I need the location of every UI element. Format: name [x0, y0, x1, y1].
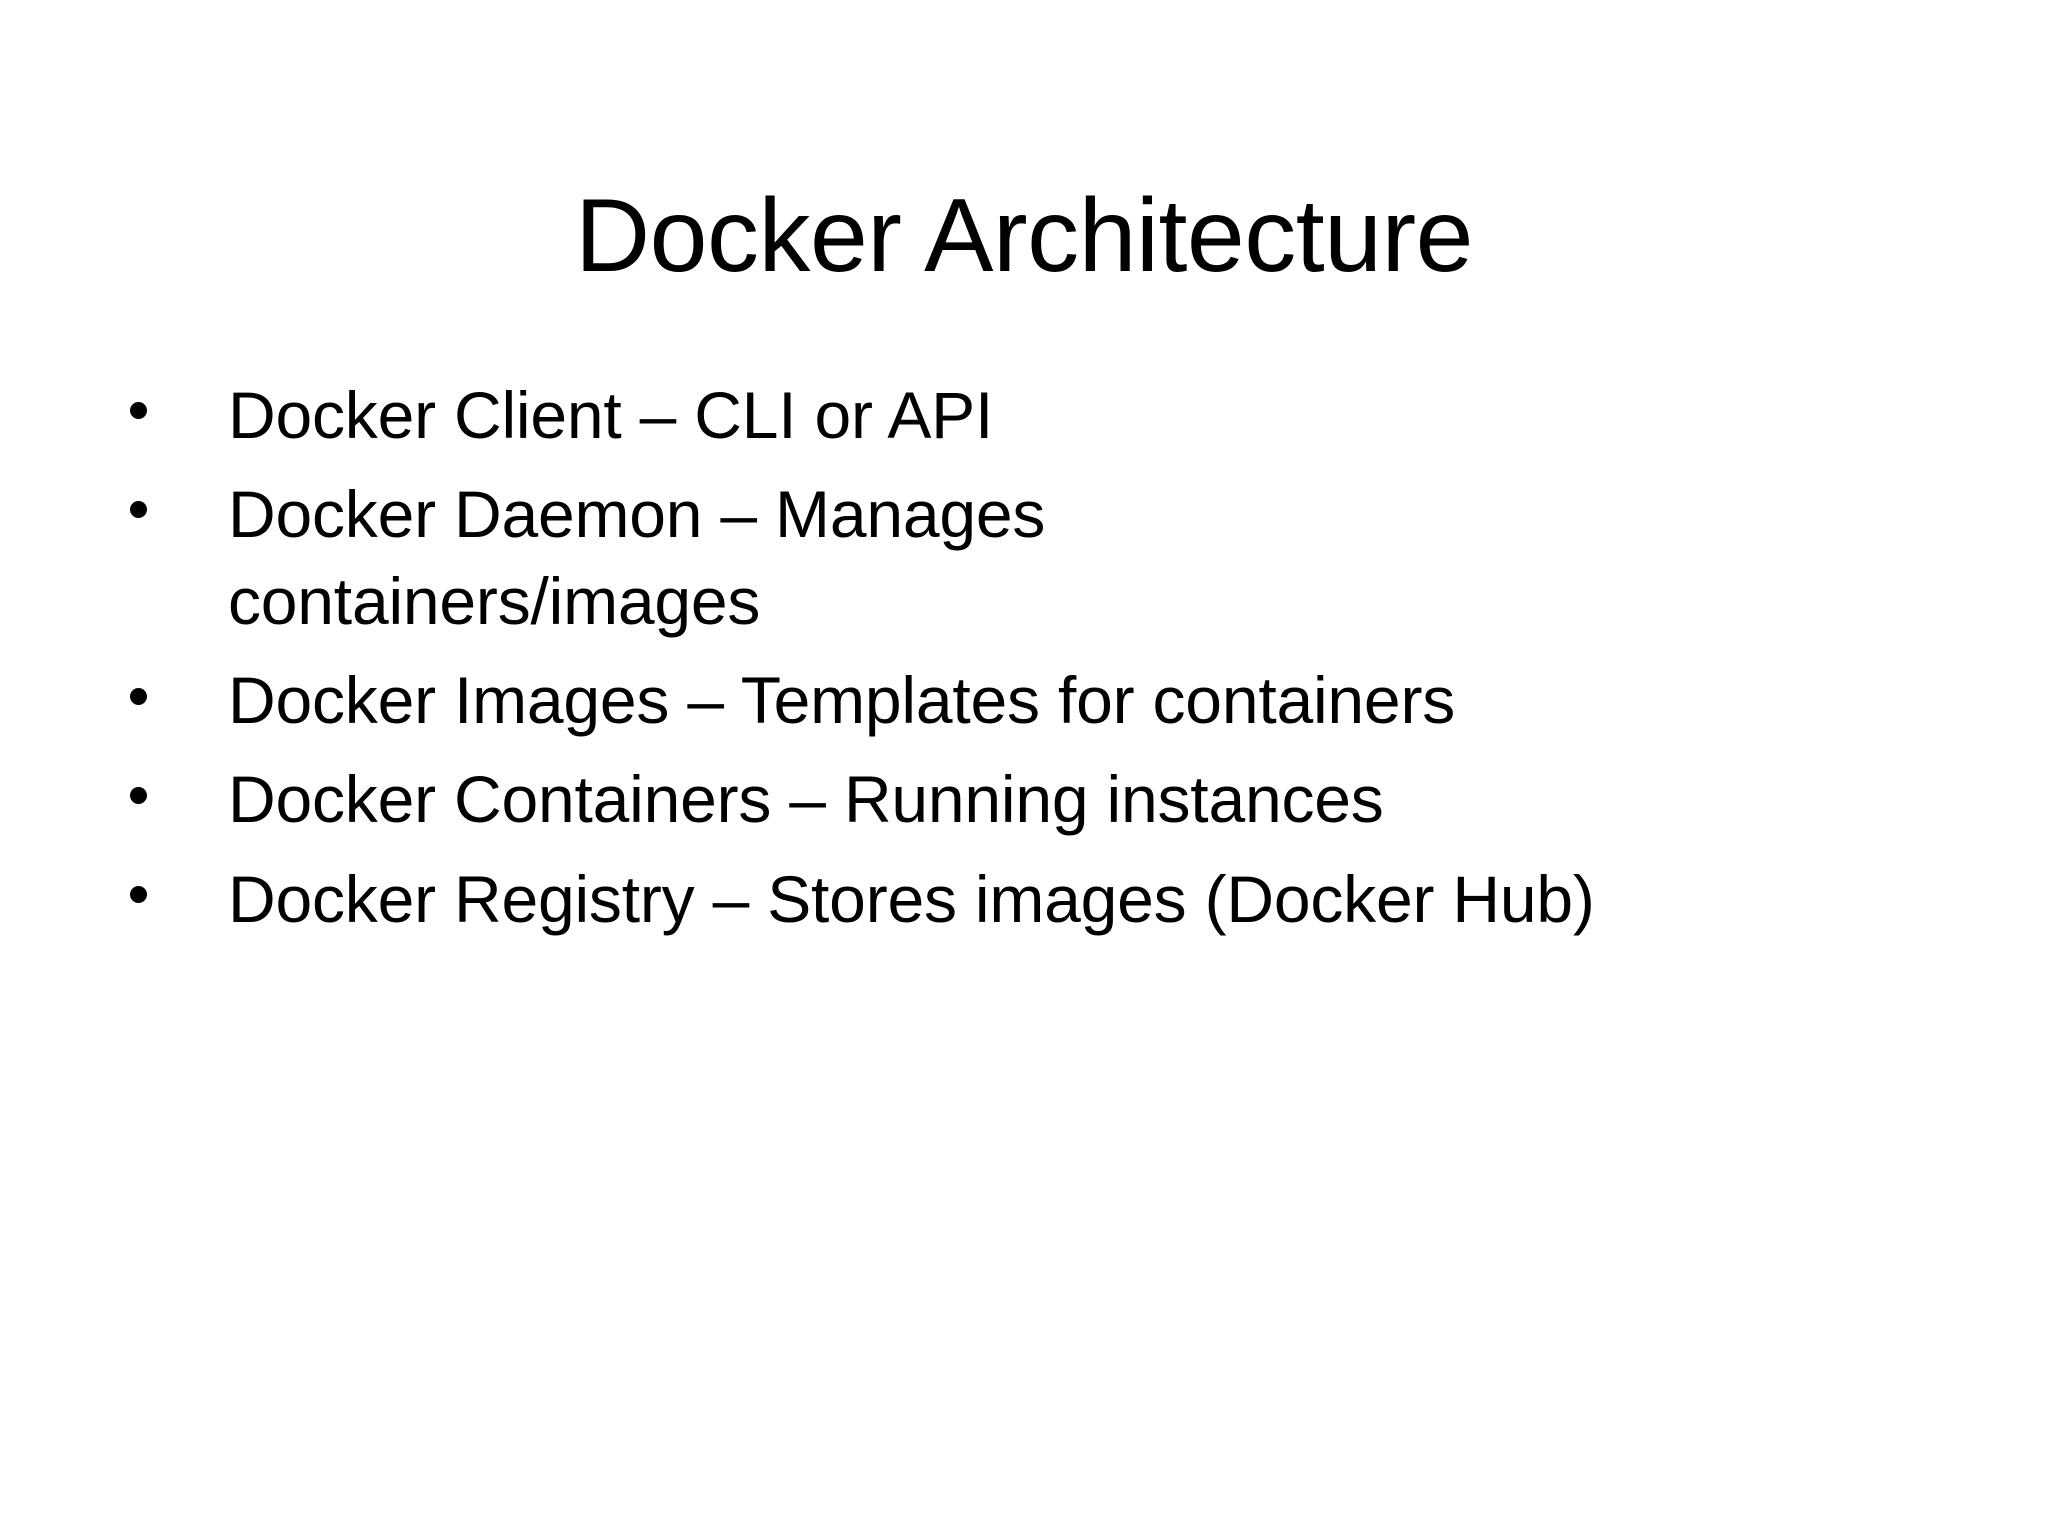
bullet-dot-icon: [130, 501, 147, 519]
bullet-dot-icon: [130, 402, 147, 420]
list-item-label: Docker Registry – Stores images (Docker …: [228, 861, 1595, 936]
bullet-dot-icon: [130, 687, 147, 705]
list-item: Docker Registry – Stores images (Docker …: [120, 856, 2000, 943]
list-item-label: Docker Images – Templates for containers: [228, 663, 1456, 738]
bullet-list: Docker Client – CLI or API Docker Daemon…: [120, 372, 2000, 943]
list-item: Docker Client – CLI or API: [120, 372, 2000, 459]
bullet-dot-icon: [130, 885, 147, 903]
list-item-label: Docker Containers – Running instances: [228, 762, 1384, 837]
bullet-dot-icon: [130, 786, 147, 804]
list-item-label: Docker Daemon – Manages containers/image…: [228, 477, 1046, 639]
list-item: Docker Images – Templates for containers: [120, 657, 2000, 744]
page-title: Docker Architecture: [575, 177, 1473, 294]
list-item-label: Docker Client – CLI or API: [228, 378, 994, 452]
list-item: Docker Daemon – Manages containers/image…: [120, 471, 2000, 645]
list-item: Docker Containers – Running instances: [120, 756, 2000, 843]
